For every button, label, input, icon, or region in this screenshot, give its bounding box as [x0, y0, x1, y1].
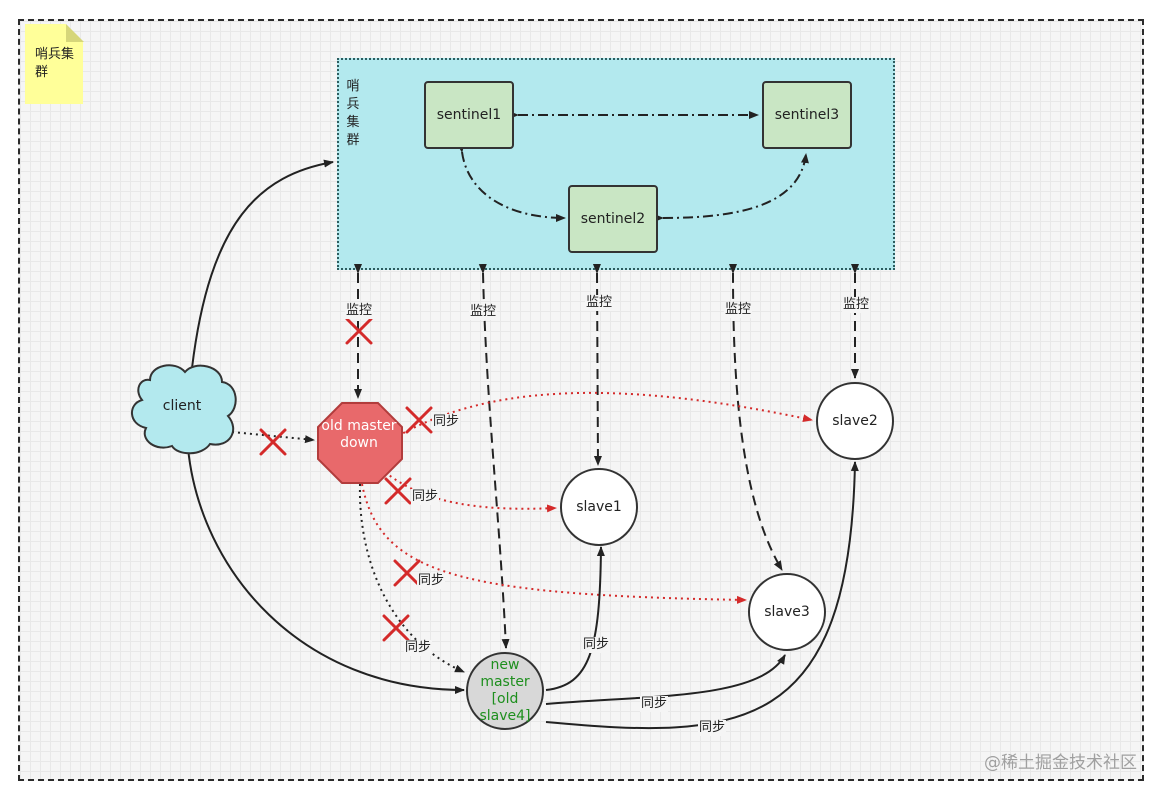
slave2-node: slave2: [816, 382, 894, 460]
monitor-label: 监控: [345, 303, 374, 319]
sentinel-cluster-label: 哨兵集群: [346, 79, 360, 148]
sentinel1-node: sentinel1: [424, 81, 514, 149]
sync-label: 同步: [417, 573, 446, 589]
monitor-label: 监控: [724, 302, 753, 318]
sync-label: 同步: [404, 640, 433, 656]
client-label: client: [162, 398, 202, 414]
sync-label: 同步: [411, 489, 440, 505]
monitor-label: 监控: [842, 297, 871, 313]
failed-sync-links: [361, 391, 813, 604]
note-text: 哨兵集群: [35, 47, 75, 80]
sync-label: 同步: [698, 720, 727, 736]
client-cloud: [131, 364, 237, 455]
old-master-label: old master down: [321, 418, 397, 451]
slave3-node: slave3: [748, 573, 826, 651]
sentinel-links: [456, 111, 809, 223]
old-to-new-master-link: [358, 483, 465, 673]
sync-label: 同步: [432, 414, 461, 430]
new-master-sync-links: [545, 461, 859, 730]
sentinel2-node: sentinel2: [568, 185, 658, 253]
client-links: [187, 159, 465, 694]
slave1-node: slave1: [560, 468, 638, 546]
old-master-shape: [317, 402, 403, 484]
failure-marks: [259, 317, 433, 642]
monitor-label: 监控: [585, 295, 614, 311]
sync-label: 同步: [640, 696, 669, 712]
sync-label: 同步: [582, 637, 611, 653]
watermark: @稀土掘金技术社区: [984, 753, 1137, 773]
sentinel3-node: sentinel3: [762, 81, 852, 149]
monitor-label: 监控: [469, 304, 498, 320]
new-master-node: new master [old slave4]: [466, 652, 544, 730]
